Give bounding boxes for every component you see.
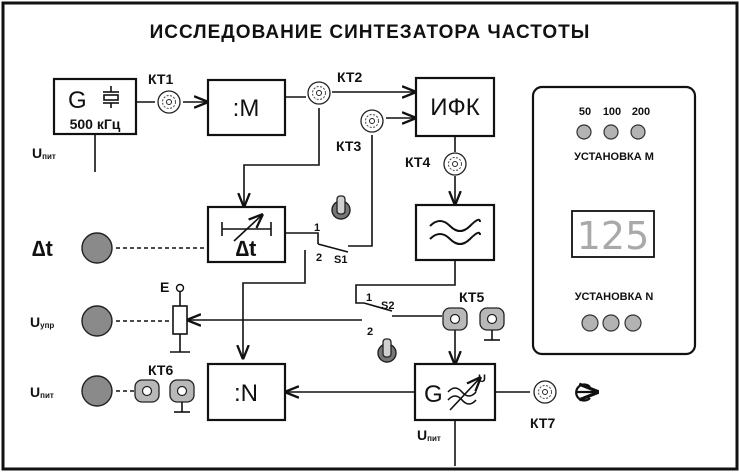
upit-vco-label: Uпит <box>417 427 441 443</box>
toggle-switch-s1[interactable] <box>331 195 351 220</box>
kt2-label: КТ2 <box>337 69 362 85</box>
n-display-value: 125 <box>577 214 650 258</box>
vco-symbol: G <box>424 381 443 408</box>
s2-label: S2 <box>381 300 394 312</box>
ground-socket-kt6[interactable] <box>169 379 195 413</box>
kt6-label: КТ6 <box>148 362 173 378</box>
s2-pos1-label: 1 <box>366 292 372 304</box>
filter-wave-icon <box>429 218 481 245</box>
control-voltage-knob[interactable] <box>81 305 113 337</box>
m-indicator-50[interactable] <box>576 124 592 140</box>
kt3-label: КТ3 <box>336 138 361 154</box>
n-button-1[interactable] <box>581 314 599 332</box>
socket-kt5[interactable] <box>442 307 468 331</box>
upit-generator-label: Uпит <box>32 145 56 161</box>
m-indicator-200[interactable] <box>630 124 646 140</box>
m-indicator-100[interactable] <box>603 124 619 140</box>
test-point-kt7[interactable] <box>533 380 557 404</box>
n-button-3[interactable] <box>624 314 642 332</box>
control-panel: 50 100 200 УСТАНОВКА M 125 УСТАНОВКА N <box>531 85 697 356</box>
test-point-kt3[interactable] <box>360 109 384 133</box>
n-setting-caption: УСТАНОВКА N <box>575 291 654 303</box>
divider-n-label: :N <box>234 380 258 407</box>
kt5-label: КТ5 <box>459 289 484 305</box>
kt1-label: КТ1 <box>148 71 173 87</box>
delta-t-label: ∆t <box>32 236 53 261</box>
phase-detector-block: ИФК <box>414 76 496 138</box>
s2-pos2-label: 2 <box>367 326 373 338</box>
vco-mark: U <box>478 373 486 385</box>
generator-frequency: 500 кГц <box>70 116 121 132</box>
s1-label: S1 <box>334 254 347 266</box>
potentiometer <box>172 305 188 335</box>
e-terminal <box>175 283 185 293</box>
phase-detector-label: ИФК <box>430 94 479 121</box>
divider-m-label: :M <box>233 95 260 122</box>
generator-symbol: G <box>68 87 87 114</box>
upr-label: Uупр <box>30 314 54 330</box>
vco-wave-icon <box>447 378 480 411</box>
upit-power-label: Uпит <box>30 384 54 400</box>
s1-pos2-label: 2 <box>316 252 322 264</box>
output-plug-icon <box>575 385 597 402</box>
n-display <box>571 210 655 258</box>
ground-socket-kt5[interactable] <box>479 307 505 341</box>
socket-kt6[interactable] <box>134 379 160 403</box>
lowpass-filter-block <box>414 203 496 262</box>
adjustable-arrow-icon <box>221 215 272 242</box>
reference-generator-block: G 500 кГц <box>52 77 138 136</box>
delay-label: ∆t <box>236 236 257 261</box>
crystal-icon <box>103 86 119 108</box>
s1-pos1-label: 1 <box>314 222 320 234</box>
divider-n-block: :N <box>206 362 287 422</box>
m-option-200: 200 <box>632 106 650 118</box>
kt4-label: КТ4 <box>405 154 430 170</box>
n-button-2[interactable] <box>602 314 620 332</box>
page-title: ИССЛЕДОВАНИЕ СИНТЕЗАТОРА ЧАСТОТЫ <box>150 22 591 43</box>
kt7-label: КТ7 <box>530 415 555 431</box>
divider-m-block: :M <box>206 78 287 137</box>
m-setting-caption: УСТАНОВКА M <box>574 151 654 163</box>
power-knob[interactable] <box>81 375 113 407</box>
test-point-kt2[interactable] <box>307 81 331 105</box>
m-option-50: 50 <box>579 106 591 118</box>
toggle-switch-s2[interactable] <box>377 338 397 363</box>
vco-block: G U <box>413 362 497 422</box>
e-label: E <box>160 279 169 295</box>
delay-knob[interactable] <box>81 232 113 264</box>
test-point-kt1[interactable] <box>157 90 181 114</box>
test-point-kt4[interactable] <box>443 152 467 176</box>
m-option-100: 100 <box>603 106 621 118</box>
delay-block: ∆t <box>206 205 287 264</box>
